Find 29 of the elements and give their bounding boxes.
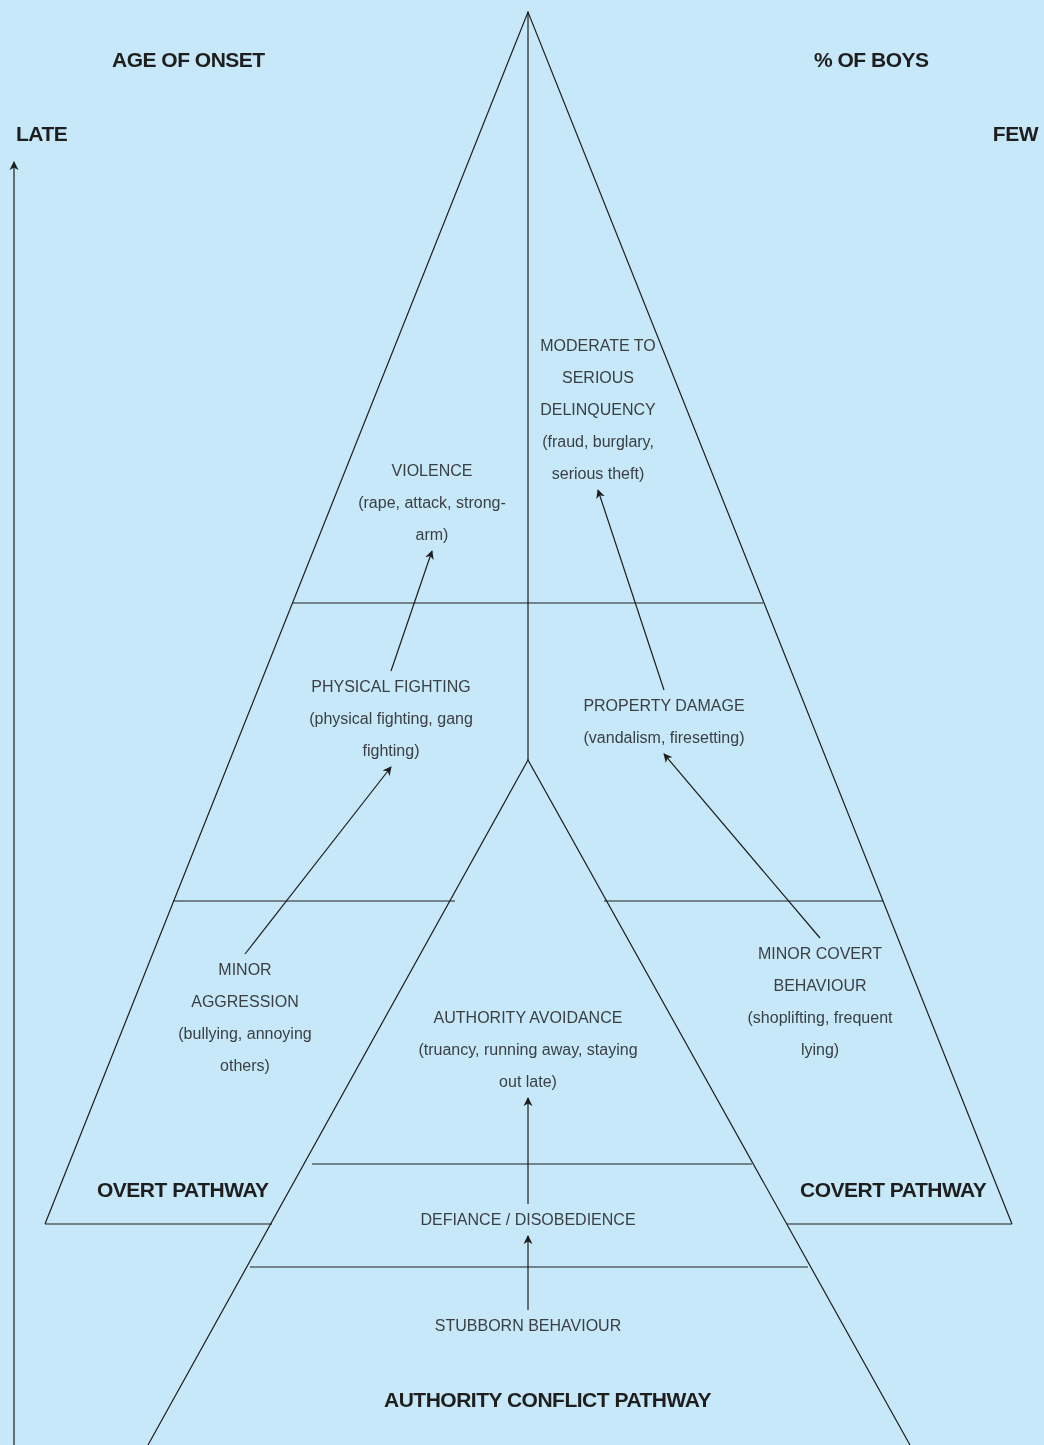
axis-label: LATE xyxy=(16,121,68,147)
stage-examples: (truancy, running away, staying out late) xyxy=(417,1040,639,1092)
arrow xyxy=(596,489,665,691)
arrow xyxy=(523,1097,533,1205)
axis-label: COVERT PATHWAY xyxy=(800,1177,987,1203)
stage-heading: DEFIANCE / DISOBEDIENCE xyxy=(420,1210,636,1230)
stage-heading: PHYSICAL FIGHTING xyxy=(311,677,471,697)
axis-label: AUTHORITY CONFLICT PATHWAY xyxy=(384,1387,711,1413)
arrow xyxy=(244,766,392,955)
stage-heading: AUTHORITY AVOIDANCE xyxy=(433,1008,623,1028)
stage-examples: (vandalism, firesetting) xyxy=(583,728,745,748)
axis-label: FEW xyxy=(992,121,1038,147)
arrow xyxy=(523,1235,533,1311)
stage-heading: MODERATE TO SERIOUS DELINQUENCY xyxy=(540,336,656,420)
stage-examples: (bullying, annoying others) xyxy=(177,1024,313,1076)
arrow xyxy=(663,753,821,939)
stage-heading: MINOR COVERT BEHAVIOUR xyxy=(756,944,884,996)
stage-examples: (fraud, burglary, serious theft) xyxy=(541,432,655,484)
stage-examples: (physical fighting, gang fighting) xyxy=(308,709,474,761)
stage-examples: (shoplifting, frequent lying) xyxy=(746,1008,894,1060)
axis-label: AGE OF ONSET xyxy=(112,47,265,73)
arrow xyxy=(390,550,434,672)
stage-heading: PROPERTY DAMAGE xyxy=(583,696,745,716)
stage-examples: (rape, attack, strong-arm) xyxy=(357,493,507,545)
stage-heading: VIOLENCE xyxy=(391,461,473,481)
axis-label: % OF BOYS xyxy=(814,47,929,73)
stage-heading: MINOR AGGRESSION xyxy=(190,960,300,1012)
stage-heading: STUBBORN BEHAVIOUR xyxy=(434,1316,622,1336)
axis-label: OVERT PATHWAY xyxy=(97,1177,269,1203)
